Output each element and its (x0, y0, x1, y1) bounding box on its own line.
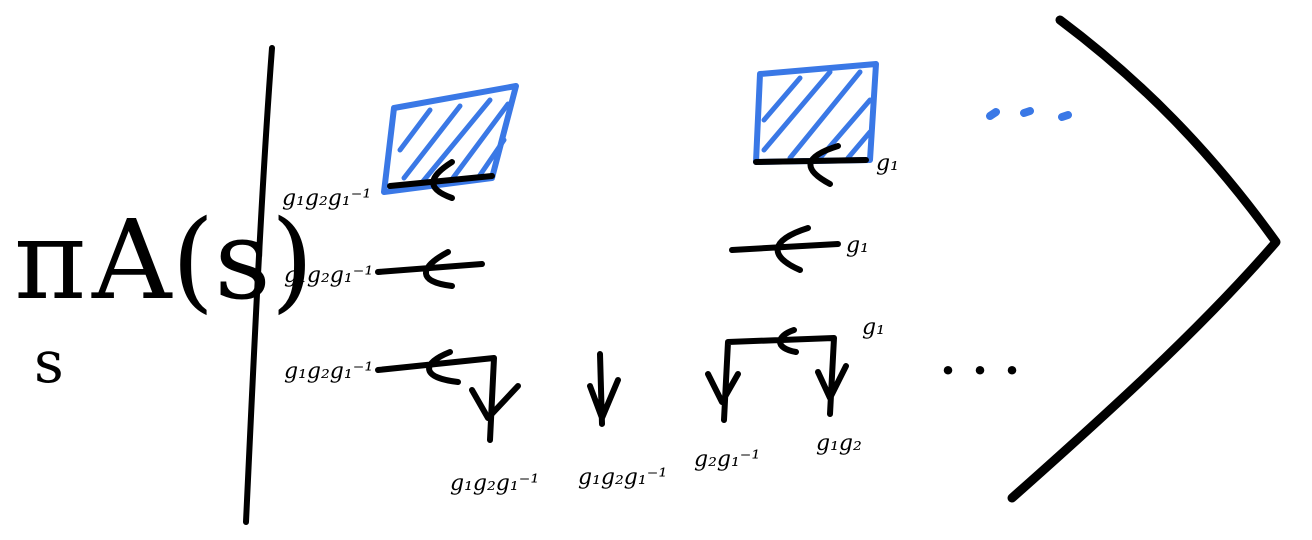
bottom-label-4: g₁g₂ (816, 431, 862, 456)
row3-down-arrowhead (469, 383, 521, 421)
row2-right-label: g₁ (846, 233, 869, 258)
bottom-bracket-arrows (705, 327, 849, 423)
row1-right-label: g₁ (876, 151, 899, 176)
a-of-s-label: A(s) (91, 196, 314, 324)
bottom-label-3: g₂g₁⁻¹ (694, 447, 760, 472)
right-angle-bracket (1007, 15, 1281, 503)
row1-right-arrow (753, 143, 869, 187)
bottom-label-1: g₁g₂g₁⁻¹ (450, 471, 539, 496)
row3-ellipsis: · · · (940, 343, 1020, 397)
bottom-label-2: g₁g₂g₁⁻¹ (578, 465, 667, 490)
highlight-square-right (753, 61, 879, 165)
pi-symbol: π (14, 196, 86, 324)
blue-dots (986, 107, 1072, 121)
highlight-square-left (381, 83, 519, 195)
product-subscript: s (34, 328, 64, 396)
row1-left-label: g₁g₂g₁⁻¹ (282, 186, 371, 211)
row3-left-label: g₁g₂g₁⁻¹ (284, 359, 373, 384)
row1-left-arrow (387, 159, 495, 201)
row2-left-label: g₁g₂g₁⁻¹ (284, 263, 373, 288)
vertical-divider (243, 45, 275, 525)
row2-right-arrow (729, 225, 841, 273)
row3-right-label: g₁ (862, 315, 885, 340)
bottom-down-arrow-2 (587, 351, 621, 427)
row2-left-arrow (375, 249, 485, 289)
